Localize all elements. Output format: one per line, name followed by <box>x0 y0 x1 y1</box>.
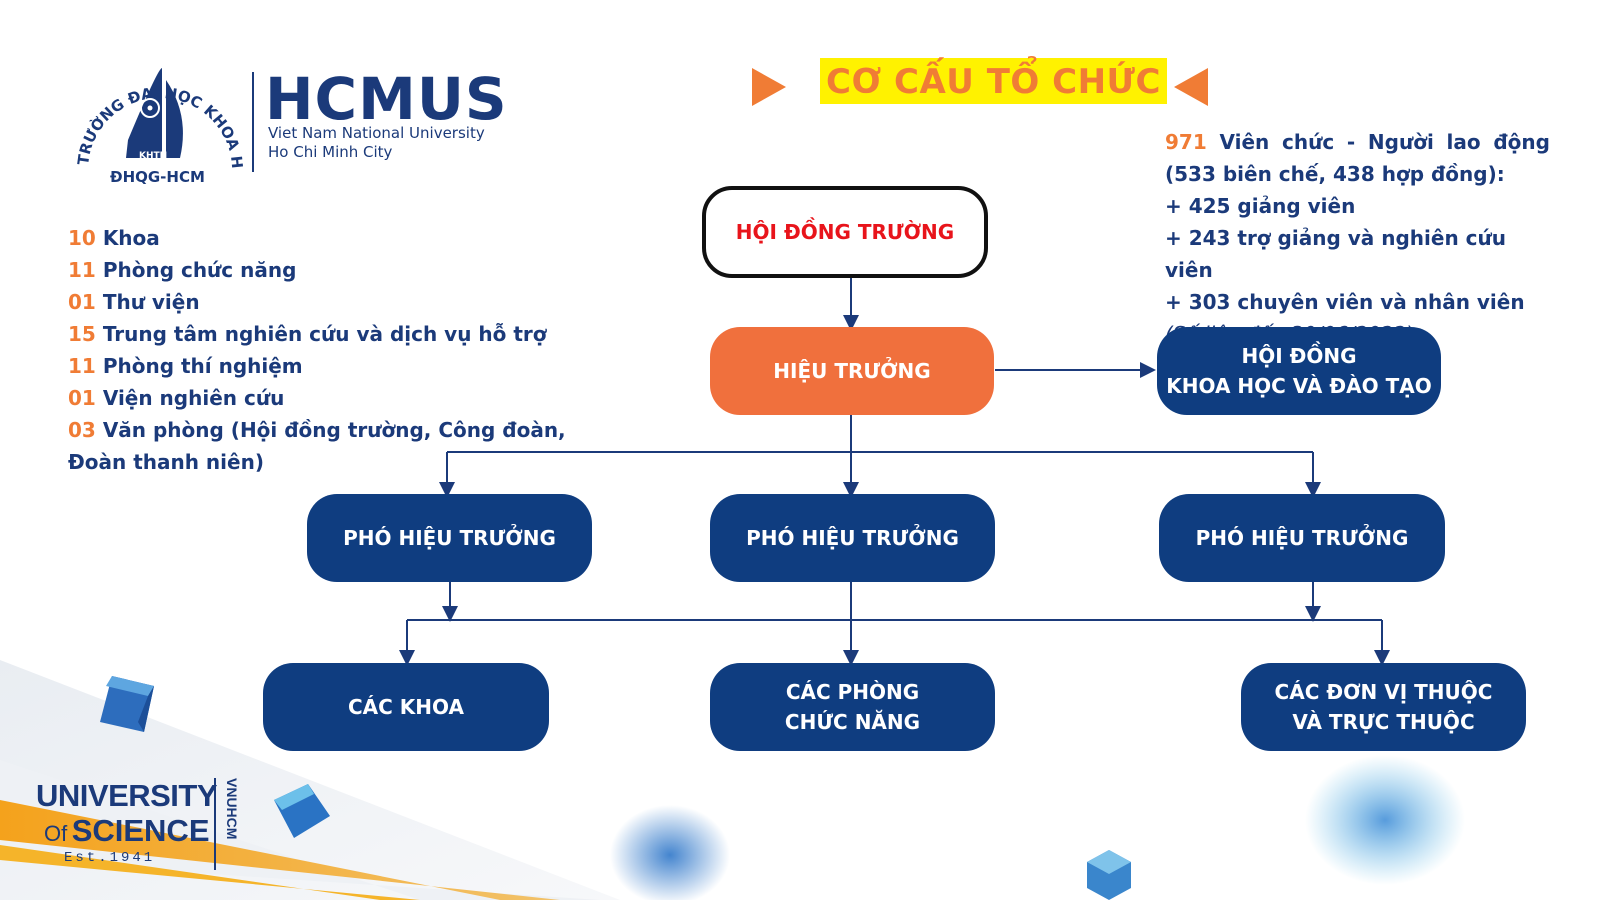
vice-rector-box: PHÓ HIỆU TRƯỞNG <box>1159 494 1445 582</box>
staff-breakdown: (533 biên chế, 438 hợp đồng): <box>1165 162 1505 186</box>
cube-decoration <box>274 784 330 838</box>
units-label-line2: VÀ TRỰC THUỘC <box>1292 710 1475 734</box>
title-arrow-left-icon <box>752 68 786 106</box>
title-highlight: CƠ CẤU TỔ CHỨC <box>820 58 1167 104</box>
footer-logo: UNIVERSITY Of SCIENCE Est.1941 VNUHCM <box>36 778 240 870</box>
units-label-line1: CÁC ĐƠN VỊ THUỘC <box>1274 680 1493 704</box>
seal-bottom-text: ĐHQG-HCM <box>110 168 205 186</box>
vice-rector-box: PHÓ HIỆU TRƯỞNG <box>307 494 592 582</box>
footer-logo-line1: UNIVERSITY <box>36 778 218 813</box>
stat-item: 15 Trung tâm nghiên cứu và dịch vụ hỗ tr… <box>68 322 547 346</box>
vice-rector-label: PHÓ HIỆU TRƯỞNG <box>746 526 959 550</box>
stat-item: 03 Văn phòng (Hội đồng trường, Công đoàn… <box>68 418 566 442</box>
faculties-box: CÁC KHOA <box>263 663 549 751</box>
board-box: HỘI ĐỒNG TRƯỜNG <box>702 186 988 278</box>
board-label: HỘI ĐỒNG TRƯỜNG <box>735 220 955 244</box>
vice-rector-box: PHÓ HIỆU TRƯỞNG <box>710 494 995 582</box>
university-seal: TRƯỜNG ĐẠI HỌC KHOA HỌC TỰ NHIÊN KHTN ĐH… <box>70 40 245 186</box>
footer-logo-of: Of <box>44 821 68 846</box>
affiliated-units-box: CÁC ĐƠN VỊ THUỘC VÀ TRỰC THUỘC <box>1241 663 1526 751</box>
stat-item: 10 Khoa <box>68 226 160 250</box>
footer-logo-line2-row: Of SCIENCE <box>44 813 210 849</box>
cube-decoration <box>100 676 154 732</box>
stat-item: 01 Viện nghiên cứu <box>68 386 285 410</box>
logo-sub-line2: Ho Chi Minh City <box>268 143 393 161</box>
faculties-label: CÁC KHOA <box>348 695 464 719</box>
page-title: CƠ CẤU TỔ CHỨC <box>826 62 1161 102</box>
staff-lecturers: + 425 giảng viên <box>1165 194 1356 218</box>
footer-logo-side: VNUHCM <box>214 778 240 870</box>
seal-inner-text: KHTN <box>139 151 167 161</box>
offices-label-line2: CHỨC NĂNG <box>784 710 921 734</box>
council-label-line1: HỘI ĐỒNG <box>1241 344 1357 368</box>
stat-item: 01 Thư viện <box>68 290 200 314</box>
functional-offices-box: CÁC PHÒNG CHỨC NĂNG <box>710 663 995 751</box>
logo-divider <box>252 72 254 172</box>
logo-name: HCMUS <box>265 65 508 133</box>
staff-total-line: 971 Viên chức - Người lao động <box>1165 130 1550 154</box>
vice-rector-label: PHÓ HIỆU TRƯỞNG <box>1195 526 1409 550</box>
footer-logo-line2: SCIENCE <box>71 813 210 848</box>
unit-stats-list: 10 Khoa 11 Phòng chức năng 01 Thư viện 1… <box>68 222 588 478</box>
stat-item: 11 Phòng thí nghiệm <box>68 354 303 378</box>
cube-decoration <box>1087 850 1131 900</box>
stat-item-continuation: Đoàn thanh niên) <box>68 450 264 474</box>
logo-sub-line1: Viet Nam National University <box>268 124 485 142</box>
sail-icon <box>126 68 162 158</box>
offices-label-line1: CÁC PHÒNG <box>785 680 920 704</box>
footer-logo-est: Est.1941 <box>64 850 156 866</box>
rector-label: HIỆU TRƯỞNG <box>773 359 931 383</box>
council-label-line2: KHOA HỌC VÀ ĐÀO TẠO <box>1166 374 1432 398</box>
stat-item: 11 Phòng chức năng <box>68 258 297 282</box>
vice-rector-label: PHÓ HIỆU TRƯỞNG <box>343 526 556 550</box>
staff-assistants: + 243 trợ giảng và nghiên cứu viên <box>1165 226 1506 282</box>
science-council-box: HỘI ĐỒNG KHOA HỌC VÀ ĐÀO TẠO <box>1157 327 1441 415</box>
staff-specialists: + 303 chuyên viên và nhân viên <box>1165 290 1525 314</box>
rector-box: HIỆU TRƯỞNG <box>710 327 994 415</box>
title-arrow-right-icon <box>1174 68 1208 106</box>
